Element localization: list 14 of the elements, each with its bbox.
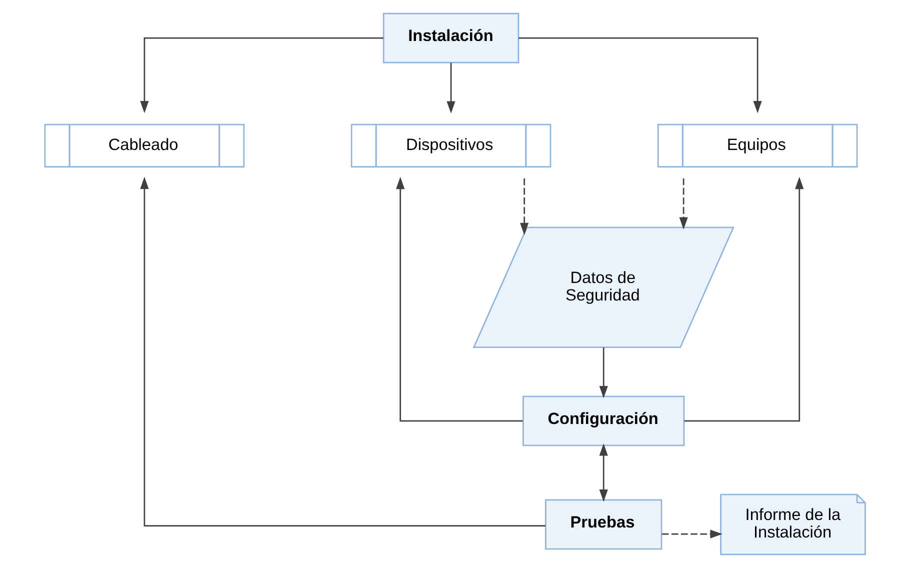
arrow xyxy=(518,37,762,114)
node-box: Configuración xyxy=(522,396,685,446)
arrow xyxy=(520,178,529,236)
arrow xyxy=(140,37,384,114)
arrow xyxy=(684,176,804,422)
arrow xyxy=(599,443,608,502)
arrow xyxy=(679,178,688,230)
arrow xyxy=(599,348,608,398)
arrow xyxy=(446,62,456,114)
arrow xyxy=(396,176,523,422)
node-box: Pruebas xyxy=(545,499,662,550)
node-box: Instalación xyxy=(382,12,520,64)
arrow xyxy=(140,176,546,527)
arrow xyxy=(662,530,722,538)
